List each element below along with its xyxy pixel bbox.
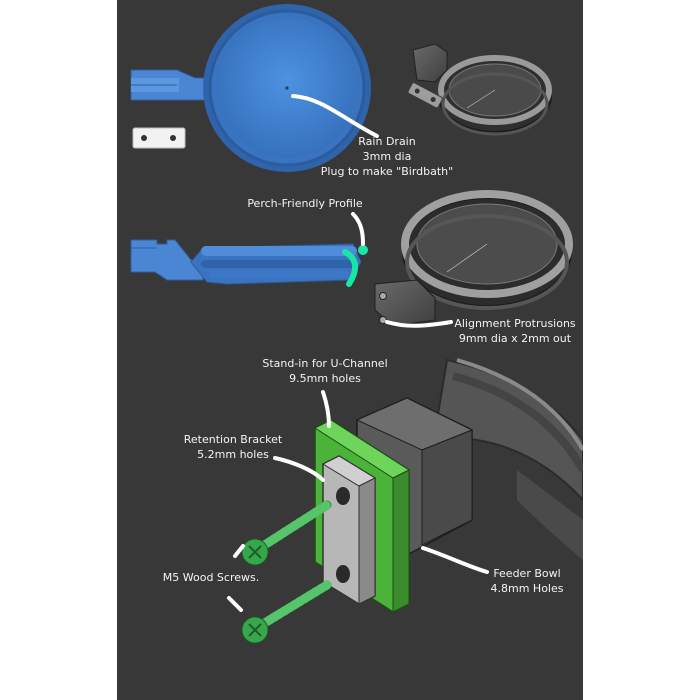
feeder-bowl-label: Feeder Bowl 4.8mm Holes [477, 566, 577, 596]
side-view-group [130, 190, 573, 328]
retention-bracket-size: 5.2mm holes [197, 448, 269, 461]
alignment-protrusion [379, 292, 387, 300]
perch-profile-highlight [342, 249, 358, 287]
retention-bracket [321, 455, 377, 605]
retention-bracket-title: Retention Bracket [183, 433, 283, 446]
u-channel-label: Stand-in for U-Channel 9.5mm holes [245, 356, 405, 386]
u-channel-title: Stand-in for U-Channel [262, 357, 388, 370]
feeder-bowl-title: Feeder Bowl [493, 567, 561, 580]
cad-illustration [130, 4, 583, 644]
alignment-title: Alignment Protrusions [454, 317, 576, 330]
perch-profile-title: Perch-Friendly Profile [247, 197, 363, 210]
rain-drain-size: 3mm dia [362, 150, 412, 163]
top-view-retention-plate [132, 127, 186, 149]
wood-screws-title: M5 Wood Screws. [162, 571, 260, 584]
retention-bracket-label: Retention Bracket 5.2mm holes [173, 432, 293, 462]
perch-profile-label: Perch-Friendly Profile [225, 196, 385, 211]
rain-drain-title: Rain Drain [358, 135, 416, 148]
rain-drain-note: Plug to make "Birdbath" [320, 165, 454, 178]
alignment-label: Alignment Protrusions 9mm dia x 2mm out [447, 316, 583, 346]
alignment-protrusion [379, 316, 387, 324]
side-view-bracket [130, 239, 204, 281]
top-view-group [130, 4, 552, 172]
side-view-bowl [190, 243, 368, 287]
iso-bowl-small [407, 43, 552, 136]
top-view-bowl [203, 4, 371, 172]
wood-screws-label: M5 Wood Screws. [151, 570, 271, 585]
u-channel-size: 9.5mm holes [289, 372, 361, 385]
rain-drain-hole [285, 86, 289, 90]
top-view-bracket [130, 69, 218, 101]
iso-bowl-large [374, 190, 573, 327]
wood-screw-upper [241, 500, 332, 566]
wood-screw-lower [241, 580, 332, 644]
feeder-bowl-size: 4.8mm Holes [490, 582, 564, 595]
rain-drain-label: Rain Drain 3mm dia Plug to make "Birdbat… [287, 134, 487, 179]
render-canvas: Rain Drain 3mm dia Plug to make "Birdbat… [117, 0, 583, 700]
detail-view-group [227, 358, 583, 644]
alignment-size: 9mm dia x 2mm out [458, 332, 572, 345]
